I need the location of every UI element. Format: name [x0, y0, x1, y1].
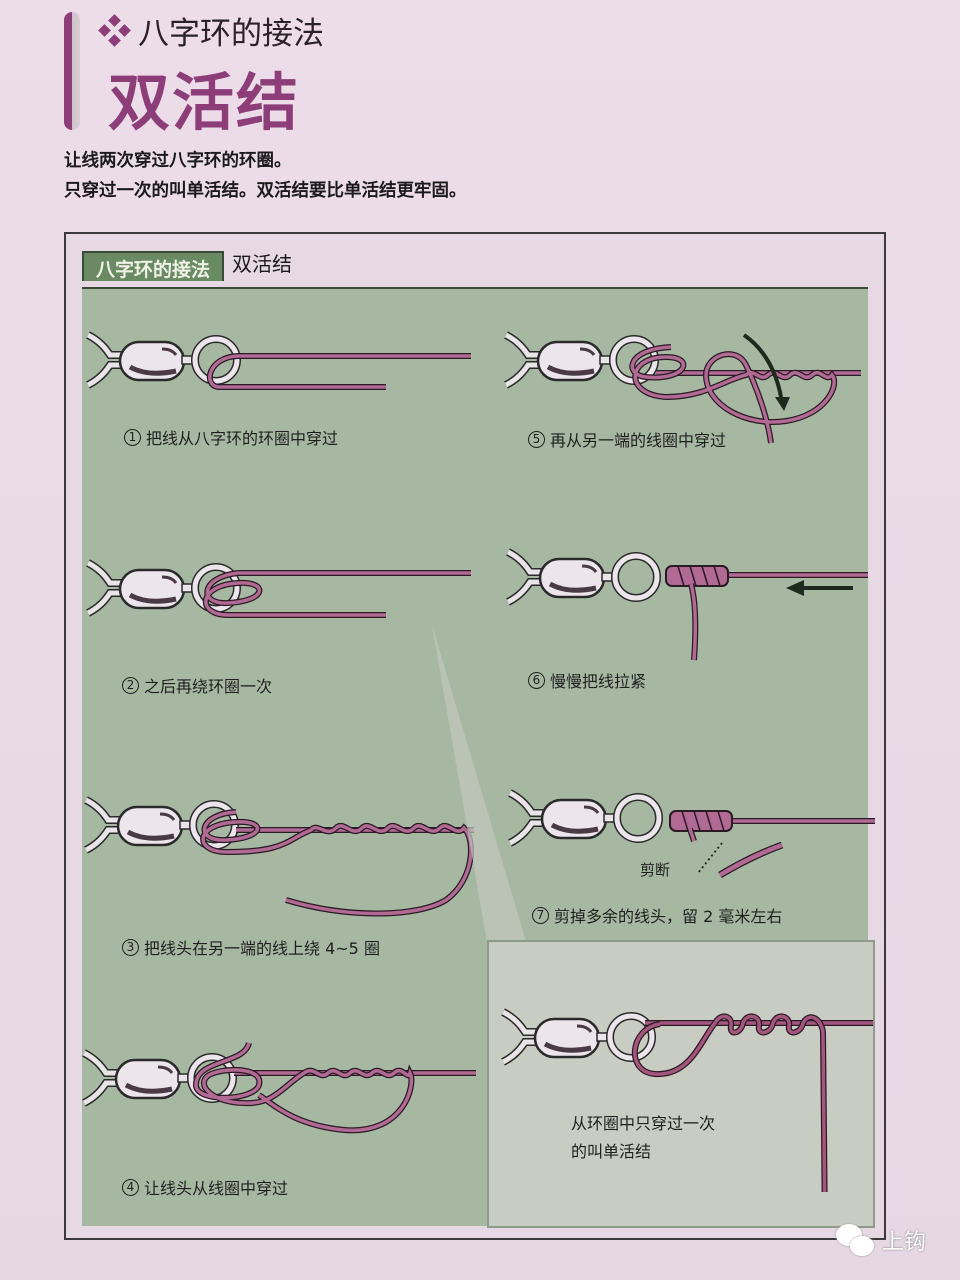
single-knot-note: 从环圈中只穿过一次 的叫单活结 — [571, 1110, 715, 1166]
step-text: 再从另一端的线圈中穿过 — [550, 431, 727, 450]
step-3: 3 把线头在另一端的线上绕 4~5 圈 — [86, 800, 481, 965]
cut-dotted-line — [697, 842, 723, 874]
step-number: 3 — [122, 938, 139, 956]
step-number: 1 — [124, 428, 141, 446]
step-number: 4 — [122, 1178, 139, 1196]
step-5-caption: 5 再从另一端的线圈中穿过 — [528, 427, 726, 451]
step-text: 之后再绕环圈一次 — [144, 677, 273, 696]
title-accent-bar — [64, 12, 80, 130]
step-number: 7 — [532, 906, 549, 924]
single-knot-inset: 从环圈中只穿过一次 的叫单活结 — [487, 940, 875, 1228]
step-3-illustration — [86, 800, 474, 917]
step-7-illustration — [510, 793, 875, 879]
step-text: 剪掉多余的线头，留 2 毫米左右 — [554, 907, 783, 926]
step-1: 1 把线从八字环的环圈中穿过 — [88, 335, 478, 455]
intro-line-1: 让线两次穿过八字环的环圈。 — [64, 151, 292, 171]
step-4: 4 让线头从线圈中穿过 — [84, 1041, 484, 1205]
step-text: 慢慢把线拉紧 — [550, 672, 647, 691]
diamond-bullet-icon — [98, 13, 131, 47]
step-2: 2 之后再绕环圈一次 — [88, 563, 478, 703]
panel-header: 八字环的接法 双活结 — [82, 248, 300, 281]
step-2-illustration — [88, 563, 471, 618]
watermark-text: 上钩 — [882, 1230, 927, 1255]
step-2-caption: 2 之后再绕环圈一次 — [122, 673, 272, 697]
step-1-caption: 1 把线从八字环的环圈中穿过 — [124, 425, 338, 449]
step-5-illustration — [506, 333, 861, 444]
step-6-illustration — [508, 552, 868, 661]
inset-line-1: 从环圈中只穿过一次 — [571, 1114, 716, 1133]
step-3-caption: 3 把线头在另一端的线上绕 4~5 圈 — [122, 935, 380, 959]
panel-category-tab: 八字环的接法 — [82, 251, 225, 281]
direction-arrow-icon — [742, 333, 784, 404]
cut-label: 剪断 — [640, 861, 671, 879]
intro-line-2: 只穿过一次的叫单活结。双活结要比单活结更牢固。 — [64, 181, 467, 201]
kicker-text: 八字环的接法 — [138, 16, 324, 52]
step-5: 5 再从另一端的线圈中穿过 — [506, 335, 876, 455]
step-number: 2 — [122, 676, 139, 694]
section-kicker: 八字环的接法 — [98, 8, 324, 53]
step-text: 把线从八字环的环圈中穿过 — [146, 429, 339, 448]
knot-coils — [665, 565, 729, 587]
step-4-caption: 4 让线头从线圈中穿过 — [122, 1175, 288, 1199]
step-text: 让线头从线圈中穿过 — [144, 1179, 289, 1198]
step-text: 把线头在另一端的线上绕 4~5 圈 — [144, 939, 380, 958]
step-4-illustration — [84, 1041, 476, 1134]
step-1-illustration — [88, 335, 471, 390]
wechat-icon — [836, 1222, 876, 1258]
step-7: 剪断 7 剪掉多余的线头，留 2 毫米左右 — [510, 793, 880, 933]
inset-line-2: 的叫单活结 — [571, 1142, 652, 1161]
step-number: 6 — [528, 671, 545, 689]
step-6: 6 慢慢把线拉紧 — [508, 552, 878, 697]
step-6-caption: 6 慢慢把线拉紧 — [528, 668, 646, 692]
watermark: 上钩 — [836, 1222, 926, 1258]
panel-knot-title: 双活结 — [232, 252, 293, 276]
step-7-caption: 7 剪掉多余的线头，留 2 毫米左右 — [532, 903, 782, 927]
intro-text: 让线两次穿过八字环的环圈。 只穿过一次的叫单活结。双活结要比单活结更牢固。 — [64, 146, 467, 206]
step-number: 5 — [528, 430, 545, 448]
single-knot-illustration — [495, 992, 873, 1192]
page-title: 双活结 — [108, 66, 301, 139]
